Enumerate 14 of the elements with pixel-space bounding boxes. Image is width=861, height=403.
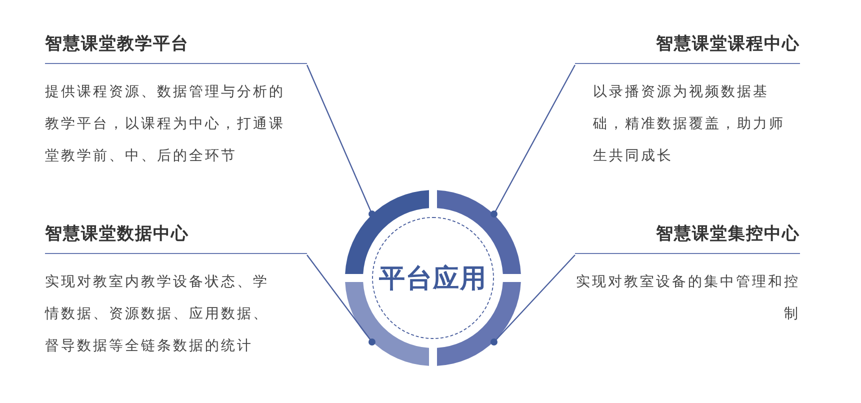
leader-line: [490, 254, 576, 346]
callout-text: 提供课程资源、数据管理与分析的教学平台，以课程为中心，打通课堂教学前、中、后的全环节: [45, 83, 286, 166]
center-label: 平台应用: [379, 262, 487, 296]
callout-heading: 智慧课堂课程中心: [575, 32, 800, 64]
callout-heading: 智慧课堂集控中心: [575, 222, 800, 254]
callout-text: 以录播资源为视频数据基础，精准数据覆盖，助力师生共同成长: [592, 83, 786, 166]
leader-line: [306, 254, 376, 346]
leader-line: [306, 64, 376, 218]
callout-heading: 智慧课堂数据中心: [45, 222, 307, 254]
center-circle: [372, 217, 494, 339]
leader-line: [490, 64, 576, 218]
callout-text: 实现对教室内教学设备状态、学情数据、资源数据、应用数据、督导数据等全链条数据的统计: [45, 273, 270, 356]
callout-text: 实现对教室设备的集中管理和控制: [575, 273, 800, 324]
callout-heading: 智慧课堂教学平台: [45, 32, 307, 64]
